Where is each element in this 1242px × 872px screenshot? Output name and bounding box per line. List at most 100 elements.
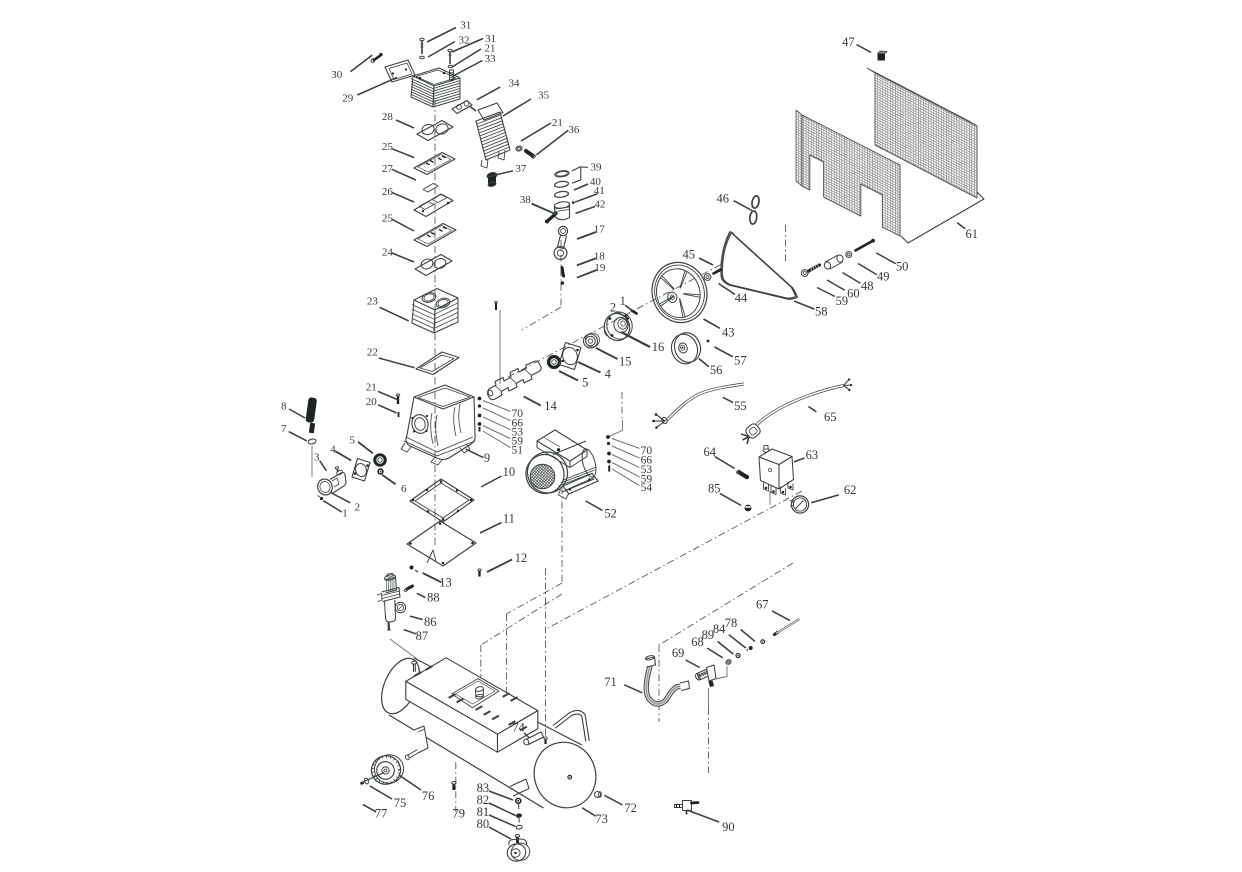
svg-text:9: 9 (484, 451, 490, 465)
svg-text:86: 86 (424, 615, 437, 629)
svg-text:26: 26 (382, 186, 394, 198)
svg-text:12: 12 (515, 551, 528, 565)
svg-text:76: 76 (422, 789, 435, 803)
svg-text:3: 3 (314, 452, 320, 464)
svg-text:74: 74 (512, 721, 525, 735)
svg-text:36: 36 (568, 124, 580, 136)
svg-text:45: 45 (682, 248, 695, 262)
svg-text:41: 41 (594, 185, 605, 197)
svg-text:59: 59 (641, 474, 653, 486)
svg-text:77: 77 (375, 807, 388, 821)
svg-text:25: 25 (382, 141, 394, 153)
svg-text:37: 37 (515, 163, 527, 175)
svg-text:56: 56 (710, 363, 723, 377)
svg-text:4: 4 (330, 444, 336, 456)
svg-text:32: 32 (459, 35, 470, 47)
svg-text:87: 87 (416, 629, 429, 643)
svg-text:70: 70 (512, 408, 524, 420)
svg-text:39: 39 (591, 162, 603, 174)
svg-text:78: 78 (725, 616, 738, 630)
svg-text:89: 89 (702, 628, 715, 642)
svg-text:88: 88 (427, 591, 440, 605)
svg-text:62: 62 (844, 483, 857, 497)
svg-text:1: 1 (342, 507, 348, 519)
svg-text:50: 50 (896, 260, 909, 274)
svg-text:85: 85 (708, 481, 721, 495)
svg-text:75: 75 (394, 796, 407, 810)
svg-text:66: 66 (512, 417, 524, 429)
svg-text:23: 23 (367, 296, 379, 308)
svg-text:29: 29 (342, 92, 354, 104)
svg-text:21: 21 (552, 117, 563, 129)
svg-text:58: 58 (815, 304, 828, 318)
svg-text:5: 5 (582, 376, 588, 390)
svg-text:13: 13 (439, 575, 452, 589)
svg-text:63: 63 (806, 448, 819, 462)
svg-text:71: 71 (604, 675, 617, 689)
svg-text:67: 67 (756, 597, 769, 611)
svg-text:57: 57 (734, 354, 747, 368)
svg-text:60: 60 (847, 287, 860, 301)
svg-text:47: 47 (842, 35, 855, 49)
svg-text:27: 27 (382, 163, 394, 175)
svg-text:79: 79 (452, 807, 465, 821)
svg-text:40: 40 (590, 176, 602, 188)
svg-text:43: 43 (722, 326, 735, 340)
svg-text:44: 44 (735, 291, 748, 305)
svg-text:73: 73 (595, 812, 608, 826)
svg-text:33: 33 (485, 53, 497, 65)
svg-text:7: 7 (281, 423, 287, 435)
svg-text:31: 31 (485, 33, 496, 45)
svg-text:70: 70 (641, 445, 653, 457)
svg-text:65: 65 (824, 410, 837, 424)
svg-text:17: 17 (594, 223, 606, 235)
svg-text:16: 16 (652, 340, 665, 354)
svg-text:30: 30 (331, 69, 343, 81)
svg-text:4: 4 (605, 367, 612, 381)
svg-text:51: 51 (512, 444, 524, 456)
svg-text:82: 82 (477, 793, 490, 807)
svg-text:52: 52 (604, 507, 617, 521)
svg-text:49: 49 (877, 270, 890, 284)
svg-text:61: 61 (965, 227, 978, 241)
svg-text:64: 64 (704, 445, 717, 459)
svg-text:19: 19 (594, 262, 606, 274)
svg-text:11: 11 (503, 511, 515, 525)
svg-text:20: 20 (366, 396, 378, 408)
svg-text:84: 84 (713, 622, 726, 636)
svg-text:8: 8 (281, 400, 287, 412)
svg-text:38: 38 (520, 194, 532, 206)
svg-text:35: 35 (538, 90, 550, 102)
svg-text:53: 53 (512, 426, 524, 438)
svg-text:24: 24 (382, 246, 394, 258)
svg-text:48: 48 (861, 279, 874, 293)
svg-text:59: 59 (512, 435, 524, 447)
svg-text:21: 21 (485, 43, 496, 55)
svg-text:42: 42 (594, 199, 605, 211)
svg-text:1: 1 (620, 294, 626, 308)
svg-text:53: 53 (641, 464, 653, 476)
svg-text:46: 46 (717, 191, 730, 205)
svg-text:15: 15 (619, 354, 632, 368)
svg-text:90: 90 (722, 820, 735, 834)
svg-text:2: 2 (355, 502, 361, 514)
svg-text:68: 68 (691, 635, 704, 649)
svg-text:80: 80 (477, 817, 490, 831)
svg-text:25: 25 (382, 213, 394, 225)
svg-text:66: 66 (641, 455, 653, 467)
svg-text:34: 34 (509, 78, 521, 90)
svg-text:21: 21 (366, 382, 377, 394)
svg-text:2: 2 (610, 300, 616, 314)
svg-text:55: 55 (734, 399, 747, 413)
svg-text:18: 18 (594, 250, 606, 262)
svg-text:31: 31 (460, 19, 471, 31)
svg-text:28: 28 (382, 111, 394, 123)
svg-text:6: 6 (401, 483, 407, 495)
svg-text:81: 81 (477, 805, 490, 819)
svg-text:83: 83 (477, 781, 490, 795)
svg-text:69: 69 (672, 646, 685, 660)
svg-text:5: 5 (349, 434, 355, 446)
svg-text:22: 22 (367, 346, 378, 358)
svg-text:14: 14 (544, 399, 557, 413)
svg-text:10: 10 (503, 465, 516, 479)
